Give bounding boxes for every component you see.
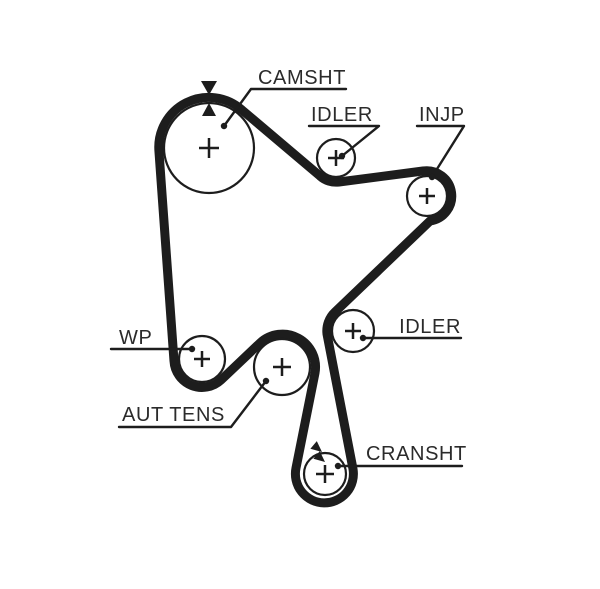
- crankshaft-leader-line: [334, 462, 464, 470]
- idler-right-pulley: [330, 308, 376, 354]
- crankshaft-center-cross: [316, 465, 334, 483]
- camshaft-timing-mark-inner-icon: [202, 103, 216, 116]
- timing-belt-path: [154, 92, 457, 508]
- injection-pump-center-cross: [419, 188, 435, 204]
- water-pump-leader-line: [109, 345, 196, 353]
- injection-pump-leader-line: [415, 124, 466, 181]
- injection-pump-label: INJP: [419, 104, 465, 126]
- camshaft-leader-line: [220, 87, 348, 130]
- idler-top-pulley: [315, 137, 357, 179]
- idler-top-leader-line: [307, 124, 381, 160]
- idler-right-leader-line: [359, 334, 463, 342]
- auto-tensioner-label: AUT TENS: [122, 404, 225, 426]
- idler-top-label: IDLER: [311, 104, 373, 126]
- auto-tensioner-center-cross: [273, 358, 291, 376]
- crankshaft-timing-mark-inner-icon: [313, 451, 325, 462]
- auto-tensioner-leader-line: [117, 377, 270, 429]
- water-pump-center-cross: [194, 351, 210, 367]
- auto-tensioner-pulley: [252, 337, 312, 397]
- water-pump-label: WP: [119, 327, 152, 349]
- injection-pump-pulley: [405, 174, 449, 218]
- water-pump-pulley: [177, 334, 227, 384]
- camshaft-label: CAMSHT: [258, 67, 346, 89]
- camshaft-center-cross: [199, 138, 219, 158]
- crankshaft-pulley: [302, 451, 348, 497]
- crankshaft-timing-mark-outer-icon: [310, 441, 322, 452]
- idler-right-center-cross: [345, 323, 361, 339]
- idler-right-label: IDLER: [399, 316, 461, 338]
- camshaft-timing-mark-outer-icon: [201, 81, 217, 95]
- crankshaft-label: CRANSHT: [366, 443, 467, 465]
